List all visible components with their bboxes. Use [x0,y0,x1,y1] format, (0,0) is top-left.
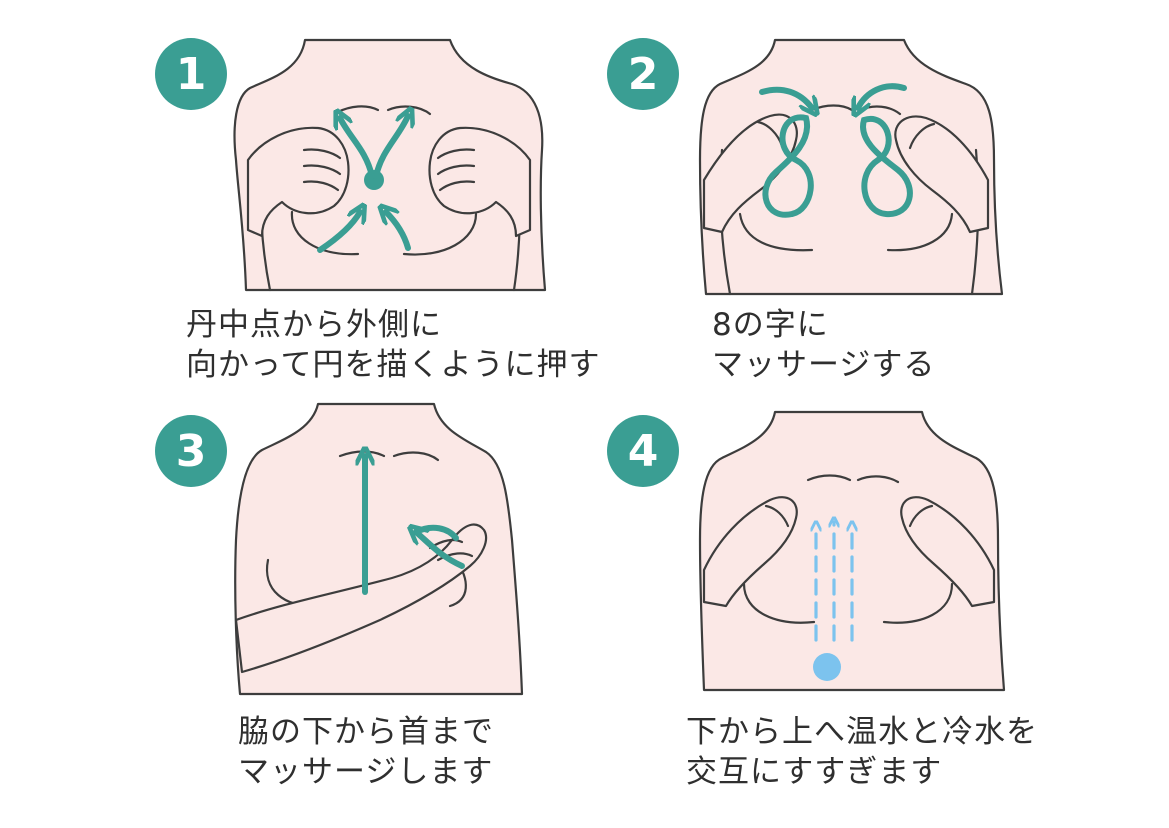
step-number-2: 2 [627,48,659,100]
step-caption-3-line-2: マッサージします [238,754,494,790]
torso-1 [233,38,547,292]
hands-1 [246,126,532,238]
step-caption-2-line-2: マッサージする [712,347,936,383]
step-caption-4: 下から上へ温水と冷水を 交互にすすぎます [686,712,1038,792]
step-caption-1-line-2: 向かって円を描くように押す [186,347,601,383]
step-caption-3-line-1: 脇の下から首まで [238,714,494,750]
arrows-3 [365,456,465,595]
step-caption-1: 丹中点から外側に 向かって円を描くように押す [186,305,600,385]
step-caption-4-line-1: 下から上へ温水と冷水を [686,714,1038,750]
step-caption-2-line-1: 8の字に [712,307,829,343]
step-number-badge-1: 1 [155,38,227,110]
step-number-1: 1 [175,48,207,100]
arrows-1 [317,116,408,253]
hands-4 [702,496,996,608]
step-number-4: 4 [627,425,659,477]
torso-4 [698,410,1006,692]
step-number-badge-4: 4 [607,415,679,487]
arm-3 [234,523,488,674]
step-number-3: 3 [175,425,207,477]
step-number-badge-3: 3 [155,415,227,487]
arrows-2 [759,83,913,218]
step-caption-1-line-1: 丹中点から外側に [186,307,442,343]
step-caption-2: 8の字に マッサージする [712,305,935,385]
step-number-badge-2: 2 [607,38,679,110]
water-stream-4 [813,522,852,681]
hands-2 [702,113,990,234]
step-caption-4-line-2: 交互にすすぎます [686,754,943,790]
step-caption-3: 脇の下から首まで マッサージします [238,712,494,792]
